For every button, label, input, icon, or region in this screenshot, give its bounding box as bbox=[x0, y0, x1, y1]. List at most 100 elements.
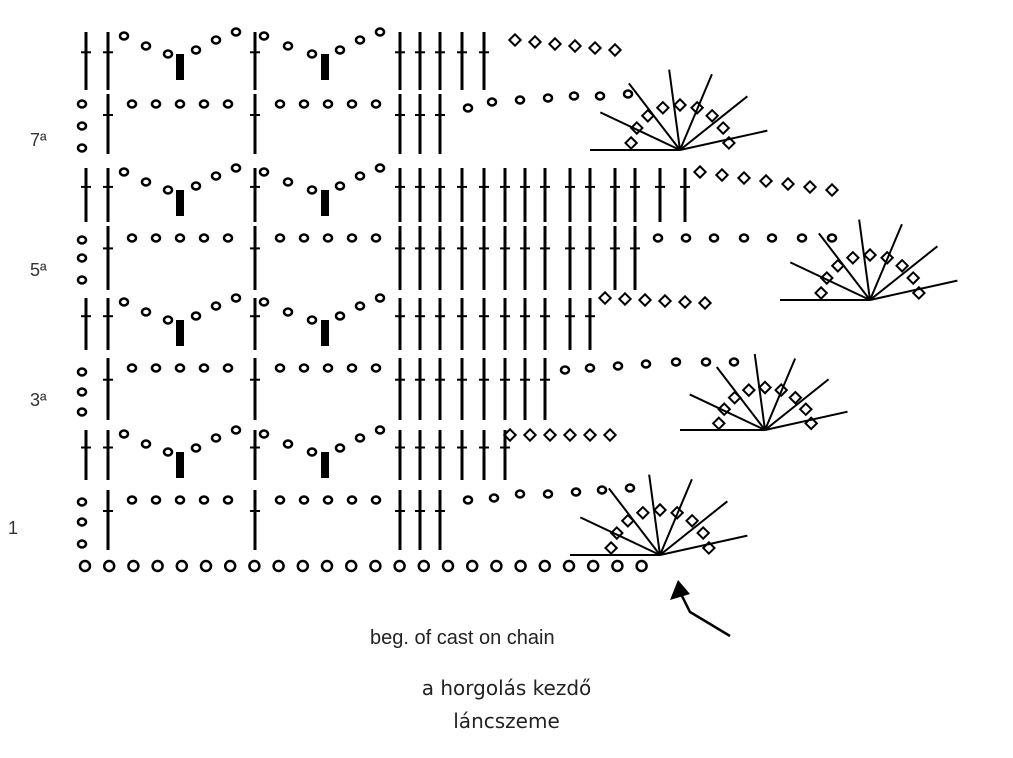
picot-icon bbox=[819, 270, 834, 286]
chain-stitch bbox=[222, 99, 234, 109]
chain-stitch bbox=[118, 167, 130, 177]
picot-icon bbox=[655, 100, 670, 115]
picot-icon bbox=[597, 290, 613, 306]
picot-icon bbox=[906, 270, 921, 286]
chain-stitch bbox=[635, 559, 648, 573]
picot-icon bbox=[692, 164, 708, 180]
chain-stitch bbox=[210, 171, 222, 181]
fan-stitch bbox=[679, 95, 748, 151]
fan-stitch bbox=[818, 232, 871, 301]
chain-stitch bbox=[282, 177, 294, 187]
picot-icon bbox=[716, 120, 731, 136]
chain-stitch bbox=[76, 367, 88, 377]
picot-icon bbox=[830, 258, 845, 273]
chain-stitch bbox=[322, 363, 334, 373]
chain-stitch bbox=[175, 559, 189, 573]
chain-stitch bbox=[282, 41, 294, 51]
chain-stitch bbox=[346, 233, 358, 243]
chain-stitch bbox=[76, 539, 88, 549]
chain-stitch bbox=[140, 41, 152, 51]
chain-stitch bbox=[486, 97, 498, 107]
picot-icon bbox=[880, 250, 895, 265]
chain-stitch bbox=[465, 559, 479, 573]
chain-stitch bbox=[118, 429, 130, 439]
chain-stitch bbox=[417, 559, 431, 573]
chain-stitch bbox=[538, 559, 552, 573]
picot-icon bbox=[862, 247, 878, 263]
chain-stitch bbox=[274, 99, 286, 109]
chain-stitch bbox=[230, 293, 242, 303]
picot-icon bbox=[607, 42, 623, 58]
chain-stitch bbox=[140, 439, 152, 449]
chain-stitch bbox=[298, 495, 310, 505]
chain-stitch bbox=[370, 233, 382, 243]
chain-stitch bbox=[76, 253, 88, 263]
chain-stitch bbox=[766, 233, 778, 243]
picot-icon bbox=[758, 173, 774, 189]
chain-stitch bbox=[190, 443, 202, 453]
chain-stitch bbox=[222, 495, 234, 505]
chain-stitch bbox=[542, 93, 554, 103]
chain-stitch bbox=[78, 559, 92, 573]
chain-stitch bbox=[700, 357, 712, 367]
picot-icon bbox=[697, 295, 713, 311]
chain-stitch bbox=[374, 163, 386, 173]
fan-stitch bbox=[628, 82, 681, 151]
picot-icon bbox=[672, 97, 688, 113]
fan-stitch bbox=[753, 353, 766, 431]
chain-stitch bbox=[274, 495, 286, 505]
picot-icon bbox=[527, 34, 543, 50]
chain-stitch bbox=[441, 559, 455, 573]
chain-stitch bbox=[462, 495, 474, 505]
chain-stitch bbox=[334, 443, 346, 453]
chain-stitch bbox=[559, 365, 571, 375]
chain-stitch bbox=[622, 89, 634, 99]
picot-icon bbox=[604, 540, 619, 556]
chain-stitch bbox=[76, 143, 88, 153]
chain-stitch bbox=[76, 235, 88, 245]
chain-stitch bbox=[223, 559, 237, 573]
picot-icon bbox=[727, 390, 742, 405]
picot-icon bbox=[542, 427, 558, 443]
chain-stitch bbox=[514, 489, 526, 499]
picot-icon bbox=[567, 38, 583, 54]
picot-icon bbox=[677, 294, 693, 310]
picot-icon bbox=[522, 427, 538, 443]
picot-icon bbox=[774, 383, 789, 398]
chain-stitch bbox=[174, 495, 186, 505]
chain-stitch bbox=[322, 233, 334, 243]
picot-icon bbox=[547, 36, 563, 52]
picot-icon bbox=[798, 402, 813, 417]
chain-stitch bbox=[162, 447, 174, 457]
chain-stitch bbox=[174, 363, 186, 373]
chain-stitch bbox=[248, 559, 261, 573]
chain-stitch bbox=[584, 363, 596, 373]
chain-stitch bbox=[76, 99, 88, 109]
picot-icon bbox=[711, 416, 726, 431]
picot-icon bbox=[802, 179, 818, 195]
chain-stitch bbox=[140, 177, 152, 187]
picot-icon bbox=[721, 135, 736, 151]
picot-icon bbox=[629, 120, 644, 136]
chain-stitch bbox=[640, 359, 652, 369]
cluster-icon bbox=[176, 452, 184, 478]
chain-stitch bbox=[354, 301, 366, 311]
row-label-7: 7ª bbox=[30, 130, 47, 150]
picot-icon bbox=[717, 402, 732, 417]
picot-icon bbox=[502, 427, 518, 443]
chain-stitch bbox=[210, 433, 222, 443]
chain-stitch bbox=[306, 315, 318, 325]
chain-stitch bbox=[370, 495, 382, 505]
picot-icon bbox=[602, 427, 618, 443]
chain-stitch bbox=[162, 185, 174, 195]
fan-stitch bbox=[659, 534, 748, 556]
picot-icon bbox=[624, 135, 639, 151]
chain-stitch bbox=[334, 311, 346, 321]
chain-stitch bbox=[374, 425, 386, 435]
chain-stitch bbox=[282, 439, 294, 449]
chain-stitch bbox=[258, 297, 270, 307]
chain-stitch bbox=[174, 233, 186, 243]
picot-icon bbox=[714, 167, 730, 183]
picot-icon bbox=[705, 108, 720, 123]
